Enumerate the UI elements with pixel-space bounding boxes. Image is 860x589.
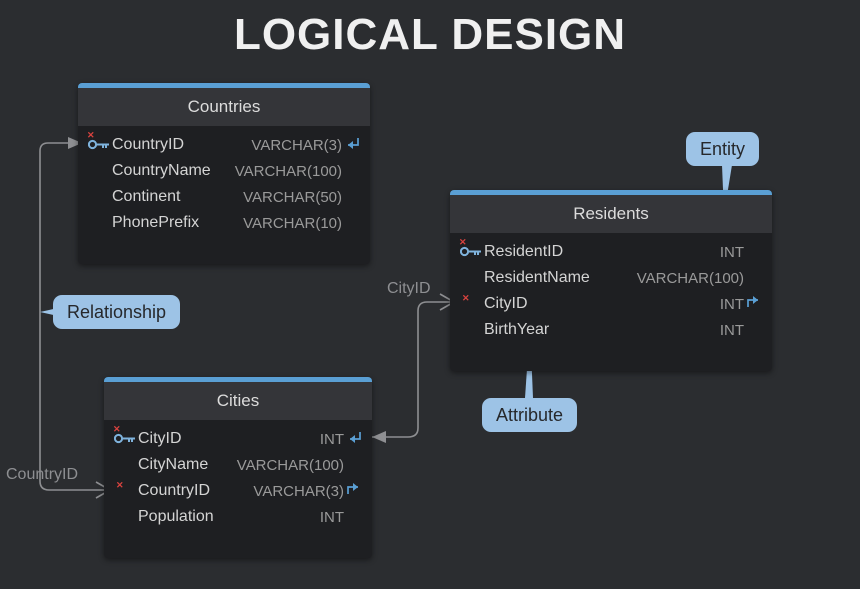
entity-table-countries[interactable]: Countries ✕ CountryID VARCHAR(3) Country… xyxy=(78,83,370,264)
field-type: VARCHAR(3) xyxy=(251,136,342,154)
relationship-cities-residents xyxy=(372,293,455,443)
foreign-key-out-icon xyxy=(746,294,762,315)
field-type: INT xyxy=(719,295,744,313)
table-row[interactable]: Population INT xyxy=(104,504,372,530)
table-row[interactable]: ✕ CountryID VARCHAR(3) xyxy=(104,478,372,504)
field-type: INT xyxy=(719,243,744,261)
field-type: VARCHAR(100) xyxy=(236,456,344,474)
field-type: VARCHAR(50) xyxy=(243,188,342,206)
x-marker-icon: ✕ xyxy=(459,237,467,247)
field-name: BirthYear xyxy=(484,321,550,338)
table-title-cities: Cities xyxy=(104,382,372,420)
x-marker-cell: ✕ xyxy=(112,481,138,501)
table-accent-bar xyxy=(450,190,772,195)
field-name: CityID xyxy=(484,295,528,312)
primary-key-icon: ✕ xyxy=(112,425,138,449)
field-name: PhonePrefix xyxy=(112,214,200,231)
table-row[interactable]: ✕ CityID INT xyxy=(104,425,372,452)
x-marker-icon: ✕ xyxy=(116,480,124,490)
callout-relationship[interactable]: Relationship xyxy=(53,295,181,329)
table-row[interactable]: CountryName VARCHAR(100) xyxy=(78,158,370,184)
field-spacer xyxy=(458,320,484,340)
field-name: CountryID xyxy=(138,482,211,499)
table-title-countries: Countries xyxy=(78,88,370,126)
field-type: VARCHAR(10) xyxy=(243,214,342,232)
table-row[interactable]: CityName VARCHAR(100) xyxy=(104,452,372,478)
table-accent-bar xyxy=(78,83,370,88)
field-type: INT xyxy=(319,508,344,526)
primary-key-icon: ✕ xyxy=(86,131,112,155)
field-type: INT xyxy=(719,321,744,339)
foreign-key-out-icon xyxy=(346,481,362,502)
table-row[interactable]: BirthYear INT xyxy=(450,317,772,343)
table-row[interactable]: ResidentName VARCHAR(100) xyxy=(450,265,772,291)
field-spacer xyxy=(86,187,112,207)
page-title: LOGICAL DESIGN xyxy=(233,10,627,59)
field-name: ResidentName xyxy=(484,269,590,286)
table-accent-bar xyxy=(104,377,372,382)
x-marker-cell: ✕ xyxy=(458,294,484,314)
field-spacer xyxy=(86,161,112,181)
table-row[interactable]: ✕ CountryID VARCHAR(3) xyxy=(78,131,370,158)
table-title-residents: Residents xyxy=(450,195,772,233)
field-name: CountryID xyxy=(112,136,185,153)
field-spacer xyxy=(458,268,484,288)
table-row[interactable]: ✕ ResidentID INT xyxy=(450,238,772,265)
field-name: CityName xyxy=(138,456,209,473)
primary-key-icon: ✕ xyxy=(458,238,484,262)
x-marker-icon: ✕ xyxy=(87,130,95,140)
field-spacer xyxy=(112,507,138,527)
x-marker-icon: ✕ xyxy=(113,424,121,434)
field-name: Continent xyxy=(112,188,181,205)
field-type: VARCHAR(100) xyxy=(234,162,342,180)
field-name: ResidentID xyxy=(484,243,564,260)
table-fields-countries: ✕ CountryID VARCHAR(3) CountryName VARCH… xyxy=(78,126,370,250)
relationship-label-countryid: CountryID xyxy=(6,466,79,483)
table-row[interactable]: ✕ CityID INT xyxy=(450,291,772,317)
callout-entity[interactable]: Entity xyxy=(686,132,760,166)
foreign-key-in-icon xyxy=(344,135,360,156)
field-name: Population xyxy=(138,508,214,525)
x-marker-icon: ✕ xyxy=(462,293,470,303)
entity-table-residents[interactable]: Residents ✕ ResidentID INT ResidentName … xyxy=(450,190,772,371)
table-row[interactable]: PhonePrefix VARCHAR(10) xyxy=(78,210,370,236)
field-type: VARCHAR(3) xyxy=(253,482,344,500)
field-name: CityID xyxy=(138,430,182,447)
relationship-label-cityid: CityID xyxy=(387,280,431,297)
entity-table-cities[interactable]: Cities ✕ CityID INT CityName VARCHAR(100… xyxy=(104,377,372,558)
relationship-countries-cities xyxy=(39,137,111,499)
field-spacer xyxy=(112,455,138,475)
table-row[interactable]: Continent VARCHAR(50) xyxy=(78,184,370,210)
field-type: INT xyxy=(319,430,344,448)
field-name: CountryName xyxy=(112,162,211,179)
field-type: VARCHAR(100) xyxy=(636,269,744,287)
callout-attribute[interactable]: Attribute xyxy=(482,398,578,432)
foreign-key-in-icon xyxy=(346,429,362,450)
table-fields-cities: ✕ CityID INT CityName VARCHAR(100) ✕ Cou… xyxy=(104,420,372,544)
table-fields-residents: ✕ ResidentID INT ResidentName VARCHAR(10… xyxy=(450,233,772,357)
field-spacer xyxy=(86,213,112,233)
